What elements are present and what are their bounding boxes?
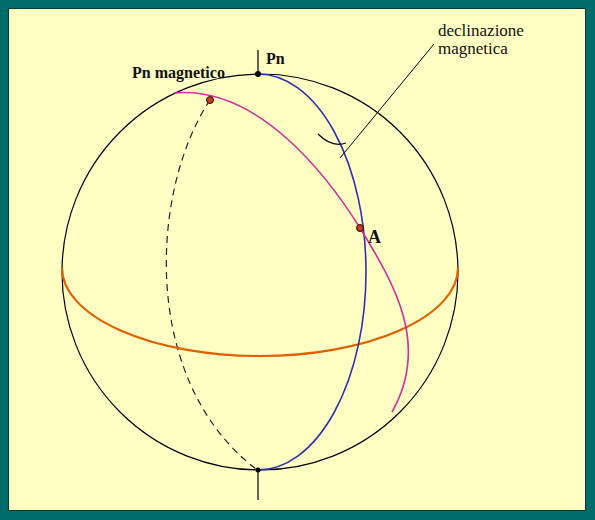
north-pole-dot [255, 71, 261, 77]
hidden-meridian [166, 100, 256, 469]
geographic-meridian [258, 74, 366, 470]
earth-axis [257, 50, 258, 74]
angle-arc [318, 134, 346, 144]
magnetic-pole-dot [207, 97, 214, 104]
panel [9, 9, 586, 511]
magnetic-meridian [174, 93, 408, 412]
angle-label: declinazione magnetica [438, 22, 538, 58]
sphere-outline [62, 74, 458, 470]
point-dot [357, 225, 364, 232]
point-label: A [368, 228, 381, 246]
south-pole-dot [256, 468, 261, 473]
pole-label: Pn [266, 50, 285, 68]
equator [62, 268, 458, 356]
pole-label: Pn magnetico [132, 64, 225, 82]
leader-line [340, 44, 434, 158]
earth-axis [257, 470, 258, 500]
